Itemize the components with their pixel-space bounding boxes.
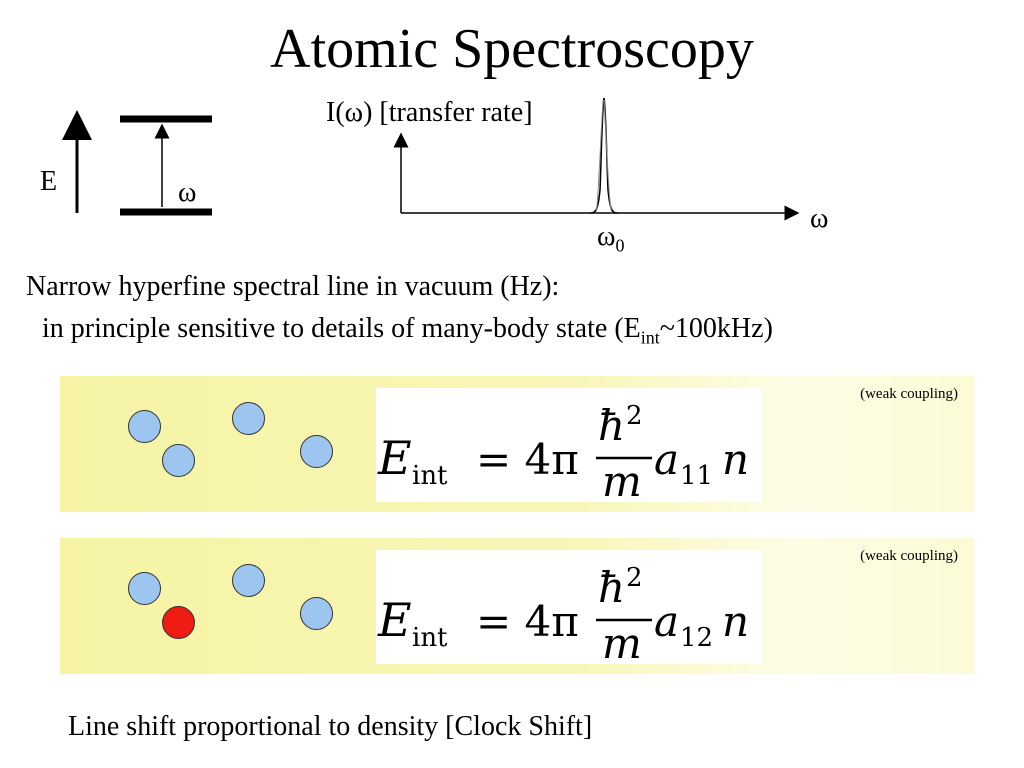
interaction-panel-same-species: E int = 4π ħ 2 m a 11 n (weak coupling) bbox=[60, 376, 974, 512]
body-text-line-2: in principle sensitive to details of man… bbox=[42, 313, 773, 348]
svg-text:n: n bbox=[722, 597, 749, 646]
interaction-energy-formula-a11: E int = 4π ħ 2 m a 11 n bbox=[377, 401, 749, 502]
spectrum-y-label: I(ω) [transfer rate] bbox=[326, 97, 533, 128]
svg-text:m: m bbox=[602, 619, 642, 664]
formula-box: E int = 4π ħ 2 m a 12 n bbox=[376, 550, 762, 664]
atom-blue bbox=[232, 402, 265, 435]
svg-text:ħ: ħ bbox=[598, 401, 625, 450]
svg-text:2: 2 bbox=[626, 401, 643, 431]
svg-text:12: 12 bbox=[680, 623, 713, 653]
weak-coupling-note: (weak coupling) bbox=[860, 386, 958, 402]
atom-blue bbox=[128, 410, 161, 443]
slide-title: Atomic Spectroscopy bbox=[270, 18, 754, 80]
atom-blue bbox=[300, 597, 333, 630]
svg-text:E: E bbox=[377, 431, 412, 485]
svg-text:a: a bbox=[654, 435, 679, 484]
svg-text:= 4π: = 4π bbox=[476, 597, 579, 646]
atom-blue bbox=[162, 444, 195, 477]
peak-frequency-label: ω0 bbox=[597, 221, 625, 256]
body-text-line-1: Narrow hyperfine spectral line in vacuum… bbox=[26, 271, 560, 302]
svg-text:ħ: ħ bbox=[598, 563, 625, 612]
svg-text:n: n bbox=[722, 435, 749, 484]
bottom-text: Line shift proportional to density [Cloc… bbox=[68, 711, 593, 742]
svg-text:2: 2 bbox=[626, 563, 643, 593]
interaction-panel-mixed-species: E int = 4π ħ 2 m a 12 n (weak coupling) bbox=[60, 538, 974, 674]
svg-text:int: int bbox=[412, 623, 448, 653]
atom-blue bbox=[128, 572, 161, 605]
svg-text:11: 11 bbox=[680, 461, 713, 491]
atom-red bbox=[162, 606, 195, 639]
svg-text:a: a bbox=[654, 597, 679, 646]
spectral-peak bbox=[589, 97, 619, 214]
atom-blue bbox=[300, 435, 333, 468]
spectrum-x-label: ω bbox=[810, 203, 829, 234]
formula-box: E int = 4π ħ 2 m a 11 n bbox=[376, 388, 762, 502]
svg-text:int: int bbox=[412, 461, 448, 491]
svg-text:= 4π: = 4π bbox=[476, 435, 579, 484]
svg-text:E: E bbox=[377, 593, 412, 647]
energy-level-diagram bbox=[62, 110, 212, 216]
energy-axis-label: E bbox=[40, 166, 58, 197]
atom-blue bbox=[232, 564, 265, 597]
weak-coupling-note: (weak coupling) bbox=[860, 548, 958, 564]
interaction-energy-formula-a12: E int = 4π ħ 2 m a 12 n bbox=[377, 563, 749, 664]
transition-frequency-label: ω bbox=[178, 177, 197, 208]
spectrum-plot bbox=[393, 97, 800, 221]
svg-text:m: m bbox=[602, 457, 642, 502]
